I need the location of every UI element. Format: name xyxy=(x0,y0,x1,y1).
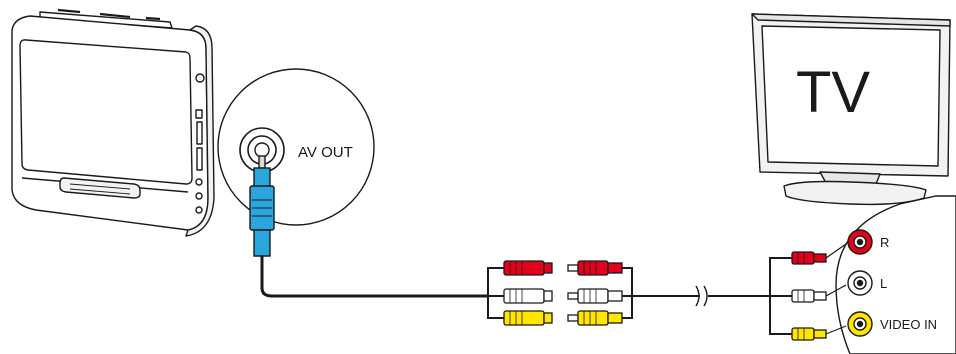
jack-label-l: L xyxy=(880,276,887,291)
rca-bundle-middle xyxy=(622,267,770,319)
tv-input-callout xyxy=(835,195,956,354)
portable-dvd-player-icon xyxy=(11,8,215,237)
av-cable-icon xyxy=(260,256,488,298)
jack-label-r: R xyxy=(880,235,889,250)
tv-label: TV xyxy=(796,60,870,125)
jack-label-video-in: VIDEO IN xyxy=(880,317,937,332)
rca-bundle-right xyxy=(769,257,792,335)
rca-plug-icon xyxy=(567,260,623,326)
rca-plug-icon xyxy=(503,260,553,326)
av-out-callout xyxy=(217,68,375,257)
av-out-label: AV OUT xyxy=(298,144,353,161)
tv-icon xyxy=(751,13,951,206)
rca-plug-icon xyxy=(791,251,827,341)
plug-to-jack-lines xyxy=(825,243,847,335)
rca-bundle-left xyxy=(487,267,504,319)
